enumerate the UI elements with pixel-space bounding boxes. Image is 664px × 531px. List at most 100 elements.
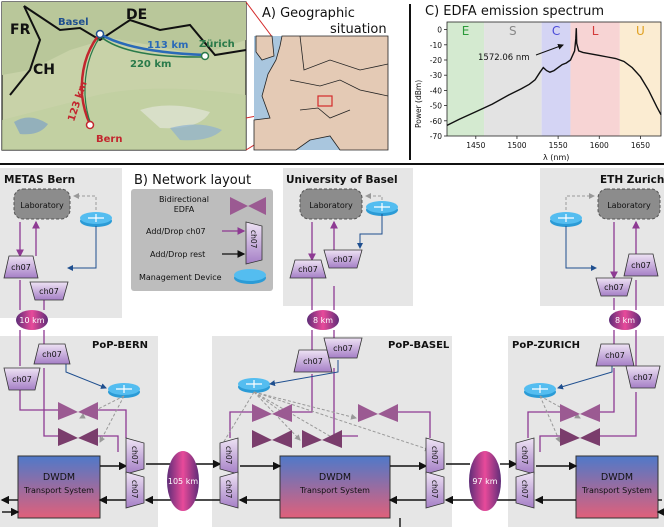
route-basel-bern-red [80, 35, 100, 125]
distance-113: 113 km [147, 40, 188, 51]
band-E [447, 22, 485, 136]
mux-ch07-label: ch07 [224, 446, 233, 465]
mgmt-lines-blue [65, 214, 613, 390]
legend-mux-icon [245, 221, 263, 265]
band-L [570, 22, 620, 136]
mux-ch07-unit [33, 343, 71, 365]
mux-ch07-label: ch07 [39, 287, 59, 296]
country-de: DE [126, 7, 147, 23]
country-ch: CH [33, 62, 55, 78]
router-pop-basel [238, 378, 270, 393]
route-basel-bern-green [84, 36, 101, 125]
site-box-basel [283, 168, 413, 306]
xtick-label: 1650 [631, 141, 650, 150]
mux-ch07-label: ch07 [604, 283, 624, 292]
bern-marker [85, 120, 95, 130]
mux-ch07-label: ch07 [430, 446, 439, 465]
spectrum-grid: 0-10-20-30-40-50-60-70 [430, 26, 447, 141]
spool-zurich-local: 8 km [609, 310, 641, 330]
fiber-lines-purple [16, 220, 640, 452]
mux-units: ch07 ch07 ch07 ch07 ch07 ch07 ch07 ch07 ch07 ch07… [3, 249, 661, 509]
lab-zurich: Laboratory [597, 188, 661, 220]
mux-ch07-label: ch07 [12, 375, 32, 384]
panel-b-title: B) Network layout [134, 173, 251, 188]
mux-ch07-unit [425, 437, 445, 475]
mux-ch07-label: ch07 [298, 265, 318, 274]
mux-ch07-unit [595, 277, 633, 297]
mux-ch07-label: ch07 [605, 351, 625, 360]
router-pop-bern [108, 383, 140, 398]
band-C [541, 22, 571, 136]
ytick-label: -20 [430, 56, 442, 65]
lab-zurich-label: Laboratory [607, 201, 651, 210]
legend-mgmt: Management Device [139, 273, 222, 282]
mux-ch07-label: ch07 [130, 480, 139, 499]
spool-bern-basel-label: 105 km [168, 477, 198, 486]
spool-basel-local: 8 km [307, 310, 339, 330]
dwdm-zurich: DWDM Transport System [575, 455, 659, 519]
dwdm-bern-line2: Transport System [23, 486, 94, 495]
dwdm-bern-line1: DWDM [43, 472, 75, 483]
band-label-C: C [552, 24, 560, 38]
dwdm-zurich-line2: Transport System [581, 486, 652, 495]
router-basel-site [366, 201, 398, 216]
spool-bern-local-label: 10 km [19, 316, 44, 325]
europe-inset: A) Geographic situation [253, 6, 389, 151]
band-label-E: E [462, 24, 470, 38]
mux-ch07-unit [625, 365, 661, 389]
mux-ch07-unit [125, 437, 145, 475]
mux-ch07-label: ch07 [42, 350, 62, 359]
legend-mux-label: ch07 [249, 230, 258, 249]
panel-a-title-line1: A) Geographic [262, 6, 355, 21]
mux-ch07-label: ch07 [631, 261, 651, 270]
city-bern: Bern [96, 134, 122, 145]
route-basel-zurich-green [99, 35, 206, 58]
panel-a-title-line2: situation [330, 22, 387, 37]
legend-adddrop: Add/Drop ch07 [146, 227, 206, 236]
spool-basel-zurich-label: 97 km [472, 477, 497, 486]
lab-basel: Laboratory [299, 188, 363, 220]
legend-edfa-line2: EDFA [174, 205, 195, 214]
network-panel: METAS Bern University of Basel ETH Zuric… [0, 168, 664, 527]
map-panel: FR DE CH Basel Zürich Bern 113 km 220 km… [1, 1, 247, 151]
pop-label-bern: PoP-BERN [92, 340, 148, 351]
spectrum-frame [446, 21, 662, 137]
ytick-label: -10 [430, 41, 442, 50]
ytick-label: -60 [430, 117, 442, 126]
spectrum-bands [447, 22, 661, 136]
spool-bern-basel: 105 km [167, 451, 199, 511]
band-S [484, 22, 542, 136]
xtick-label: 1450 [466, 141, 485, 150]
spectrum-ylabel: Power (dBm) [414, 80, 423, 128]
mux-ch07-unit [3, 367, 41, 391]
mux-ch07-unit [425, 471, 445, 509]
dwdm-basel: DWDM Transport System [279, 455, 391, 519]
legend-edfa-line1: Bidirectional [159, 195, 209, 204]
band-label-L: L [592, 24, 599, 38]
ytick-label: 0 [437, 26, 442, 35]
spool-basel-zurich: 97 km [469, 451, 501, 511]
lab-bern-label: Laboratory [20, 201, 64, 210]
mux-ch07-unit [125, 471, 145, 509]
lab-bern: Laboratory [13, 188, 71, 220]
city-zurich: Zürich [199, 39, 235, 50]
dwdm-basel-line1: DWDM [319, 472, 351, 483]
spectrum-xlabel: λ (nm) [543, 153, 569, 162]
xtick-label: 1600 [590, 141, 609, 150]
ytick-label: -50 [430, 102, 442, 111]
band-label-U: U [636, 24, 645, 38]
route-basel-zurich-blue [99, 32, 206, 57]
ytick-label: -30 [430, 71, 442, 80]
site-label-bern: METAS Bern [4, 174, 75, 186]
mux-ch07-unit [293, 349, 333, 373]
lab-basel-label: Laboratory [309, 201, 353, 210]
basel-marker [95, 29, 105, 39]
dwdm-bern: DWDM Transport System [17, 455, 101, 519]
city-basel: Basel [58, 17, 89, 28]
mux-ch07-label: ch07 [430, 480, 439, 499]
xtick-label: 1550 [549, 141, 568, 150]
